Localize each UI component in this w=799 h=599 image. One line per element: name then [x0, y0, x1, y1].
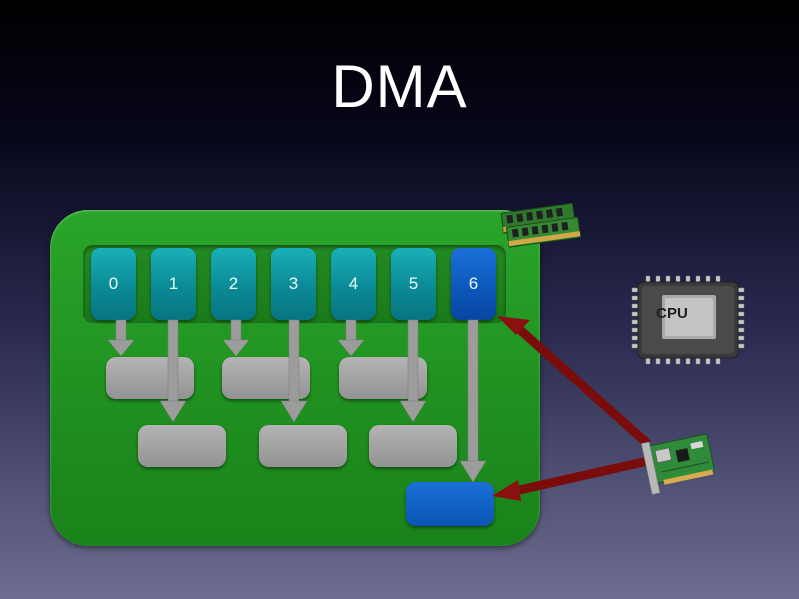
buffer-box — [369, 425, 457, 467]
ram-module-icon — [500, 202, 581, 248]
buffer-box — [138, 425, 226, 467]
red-arrows — [492, 316, 653, 501]
slide-title: DMA — [331, 53, 468, 120]
dma-channel-4: 4 — [331, 248, 376, 320]
buffer-box — [106, 357, 194, 399]
dma-channel-5: 5 — [391, 248, 436, 320]
cpu-chip-icon — [631, 275, 745, 365]
dma-channel-1: 1 — [151, 248, 196, 320]
gray-arrows — [107, 319, 487, 483]
dma-target-buffer — [406, 482, 494, 526]
cpu-label: CPU — [656, 305, 688, 322]
dma-channel-0: 0 — [91, 248, 136, 320]
dma-channel-3: 3 — [271, 248, 316, 320]
buffer-box — [259, 425, 347, 467]
dma-channel-2: 2 — [211, 248, 256, 320]
network-card-icon — [640, 433, 715, 495]
dma-channel-6: 6 — [451, 248, 496, 320]
